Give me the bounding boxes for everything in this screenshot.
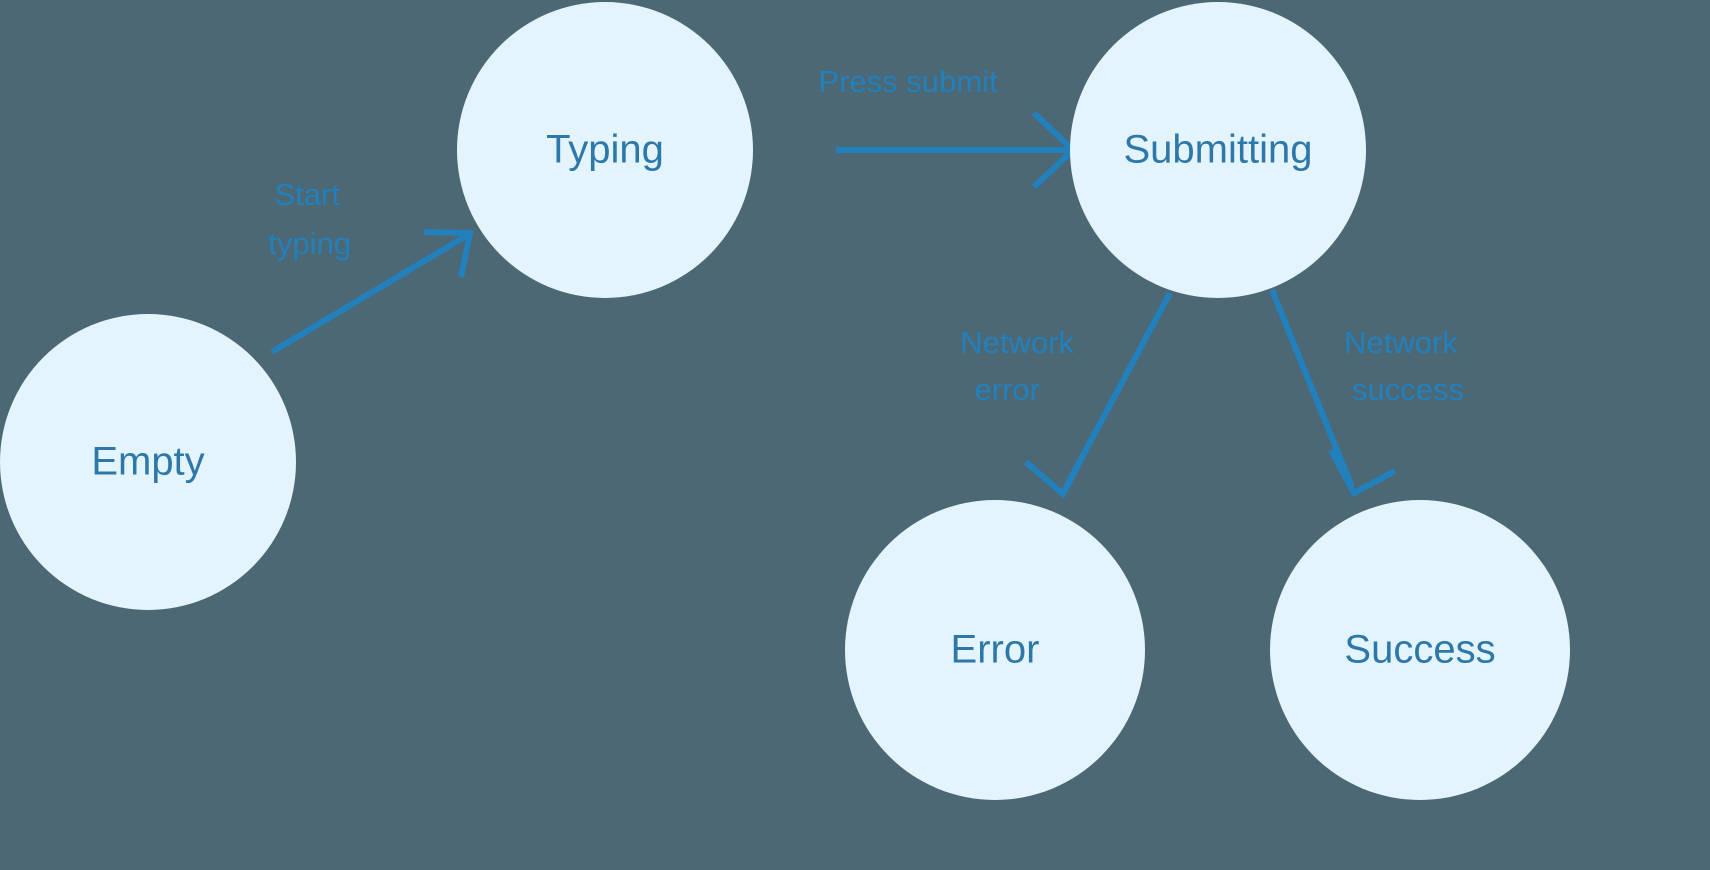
edge-empty-to-typing <box>270 229 474 355</box>
edge-empty-to-typing-arrowhead <box>423 229 474 278</box>
edge-submitting-to-success-line <box>1269 288 1355 489</box>
edge-label-network-error-line2: error <box>975 372 1040 407</box>
edge-label-network-success: Network success <box>1344 325 1464 407</box>
edge-submitting-to-success <box>1269 288 1397 498</box>
state-node-error[interactable]: Error <box>845 500 1145 800</box>
edge-label-press-submit-line1: Press submit <box>818 64 998 99</box>
edge-label-start-typing-line1: Start <box>275 177 341 212</box>
state-node-success[interactable]: Success <box>1270 500 1570 800</box>
edge-submitting-to-success-arrowhead <box>1328 448 1397 498</box>
state-node-typing-circle[interactable] <box>457 2 753 298</box>
edge-submitting-to-error <box>1024 291 1173 499</box>
edge-submitting-to-error-arrowhead <box>1024 450 1088 499</box>
state-node-success-circle[interactable] <box>1270 500 1570 800</box>
edge-label-network-error-line1: Network <box>960 325 1074 360</box>
state-node-submitting-label: Submitting <box>1124 128 1313 172</box>
edge-label-network-success-line1: Network <box>1344 325 1458 360</box>
edge-typing-to-submitting <box>836 110 1078 190</box>
edge-empty-to-typing-line <box>270 233 468 355</box>
state-node-empty[interactable]: Empty <box>0 314 296 610</box>
edge-label-start-typing: Start typing <box>268 177 351 261</box>
state-node-typing[interactable]: Typing <box>457 2 753 298</box>
state-node-typing-label: Typing <box>546 128 664 172</box>
state-node-error-label: Error <box>951 628 1040 672</box>
state-node-empty-label: Empty <box>91 440 204 484</box>
state-node-empty-circle[interactable] <box>0 314 296 610</box>
edge-label-press-submit: Press submit <box>818 64 998 99</box>
edge-label-start-typing-line2: typing <box>268 226 351 261</box>
edge-label-network-error: Network error <box>960 325 1074 407</box>
state-node-error-circle[interactable] <box>845 500 1145 800</box>
state-node-submitting[interactable]: Submitting <box>1070 2 1366 298</box>
state-node-success-label: Success <box>1344 628 1495 672</box>
edge-label-network-success-line2: success <box>1352 372 1464 407</box>
state-node-submitting-circle[interactable] <box>1070 2 1366 298</box>
